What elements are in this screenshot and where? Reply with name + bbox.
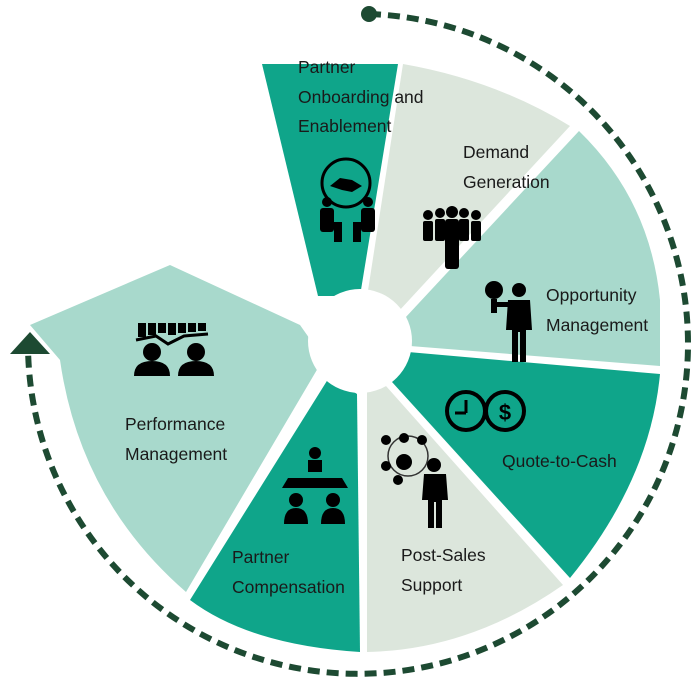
cycle-start-dot [361,6,377,22]
cycle-arrowhead-icon [10,332,50,354]
label-postsales: Post-Sales Support [401,545,491,595]
segment-quote [392,352,660,578]
handshake-meeting-icon [320,157,375,242]
businessman-lightbulb-icon [485,281,532,362]
group-of-people-icon [423,206,481,269]
cycle-arrow-path [25,11,691,677]
segment-performance [30,265,318,592]
segment-postsales [367,386,563,652]
segment-opportunity [405,131,660,366]
network-people-icon [381,433,448,528]
conference-table-icon [282,447,348,524]
segment-demand [367,64,570,312]
label-opportunity: Opportunity Management [546,285,648,335]
label-performance: Performance Management [125,414,230,464]
label-demand: Demand Generation [463,142,550,192]
people-chart-icon [134,323,214,376]
segment-onboarding [262,64,398,296]
label-quote: Quote-to-Cash [502,451,617,471]
segment-compensation [190,376,360,652]
label-compensation: Partner Compensation [232,547,345,597]
clock-dollar-icon: $ [445,390,526,432]
svg-text:$: $ [499,400,511,425]
label-onboarding: Partner Onboarding and Enablement [298,57,428,136]
center-hub [308,289,412,393]
